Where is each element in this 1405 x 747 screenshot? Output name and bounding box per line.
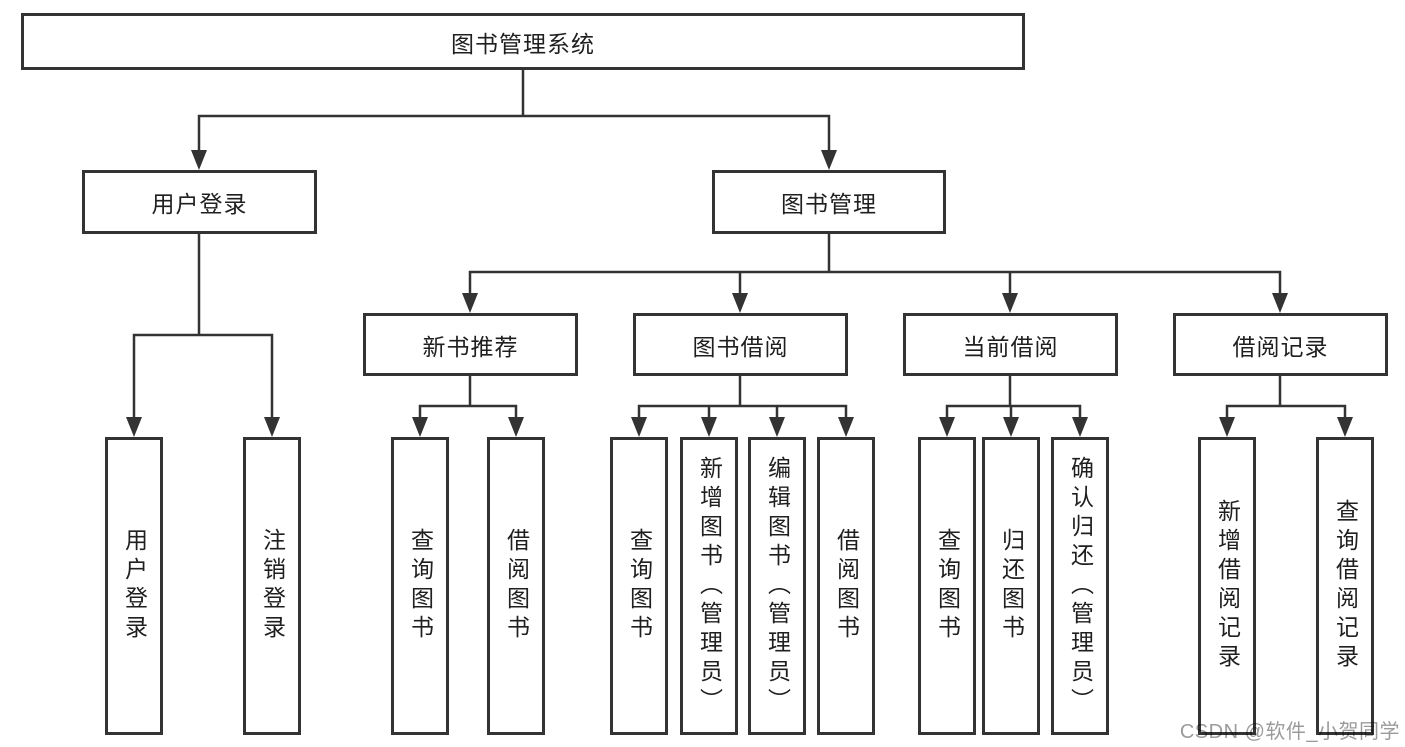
leaf-return-books: 归还图书 xyxy=(982,437,1040,735)
node-root-system: 图书管理系统 xyxy=(21,13,1025,70)
leaf-user-login: 用户登录 xyxy=(105,437,163,735)
leaf-query-borrow-record: 查询借阅记录 xyxy=(1316,437,1374,735)
connector-new-book xyxy=(418,376,518,421)
leaf-borrowing-query-books-label: 查询图书 xyxy=(626,528,653,644)
node-book-borrowing: 图书借阅 xyxy=(633,313,848,376)
node-new-book-recommend: 新书推荐 xyxy=(363,313,578,376)
node-borrowing-records-label: 借阅记录 xyxy=(1232,333,1329,360)
leaf-add-borrow-record-label: 新增借阅记录 xyxy=(1214,499,1241,673)
leaf-current-query-books: 查询图书 xyxy=(918,437,976,735)
leaf-confirm-return-admin-label: 确认归还（管理员） xyxy=(1067,455,1094,717)
node-book-borrowing-label: 图书借阅 xyxy=(692,333,789,360)
leaf-recommend-query-books-label: 查询图书 xyxy=(407,528,434,644)
leaf-recommend-borrow-books: 借阅图书 xyxy=(487,437,545,735)
leaf-current-query-books-label: 查询图书 xyxy=(934,528,961,644)
node-book-management: 图书管理 xyxy=(712,170,946,234)
leaf-add-books-admin-label: 新增图书（管理员） xyxy=(696,455,723,717)
node-new-book-recommend-label: 新书推荐 xyxy=(422,333,519,360)
connector-root xyxy=(197,69,831,152)
node-user-login: 用户登录 xyxy=(82,170,317,234)
leaf-add-borrow-record: 新增借阅记录 xyxy=(1198,437,1256,735)
connector-current xyxy=(945,376,1082,421)
leaf-recommend-borrow-books-label: 借阅图书 xyxy=(503,528,530,644)
leaf-logout: 注销登录 xyxy=(243,437,301,735)
leaf-return-books-label: 归还图书 xyxy=(998,528,1025,644)
connector-borrowing xyxy=(637,376,848,421)
csdn-watermark: CSDN @软件_小贺同学 xyxy=(1179,721,1400,743)
node-borrowing-records: 借阅记录 xyxy=(1173,313,1388,376)
leaf-borrowing-query-books: 查询图书 xyxy=(610,437,668,735)
node-current-borrowing-label: 当前借阅 xyxy=(962,333,1059,360)
leaf-recommend-query-books: 查询图书 xyxy=(391,437,449,735)
node-user-login-label: 用户登录 xyxy=(151,191,248,217)
leaf-user-login-label: 用户登录 xyxy=(121,528,148,644)
leaf-edit-books-admin-label: 编辑图书（管理员） xyxy=(764,455,791,717)
leaf-confirm-return-admin: 确认归还（管理员） xyxy=(1051,437,1109,735)
leaf-add-books-admin: 新增图书（管理员） xyxy=(680,437,738,735)
leaf-logout-label: 注销登录 xyxy=(259,528,286,644)
leaf-query-borrow-record-label: 查询借阅记录 xyxy=(1332,499,1359,673)
node-book-management-label: 图书管理 xyxy=(781,191,877,217)
leaf-borrow-books-label: 借阅图书 xyxy=(833,528,860,644)
node-root-label: 图书管理系统 xyxy=(451,30,595,57)
leaf-edit-books-admin: 编辑图书（管理员） xyxy=(748,437,806,735)
connector-user-login xyxy=(132,234,274,421)
connector-book-management xyxy=(468,234,1282,296)
leaf-borrow-books: 借阅图书 xyxy=(817,437,875,735)
node-current-borrowing: 当前借阅 xyxy=(903,313,1118,376)
connector-records xyxy=(1225,376,1347,421)
